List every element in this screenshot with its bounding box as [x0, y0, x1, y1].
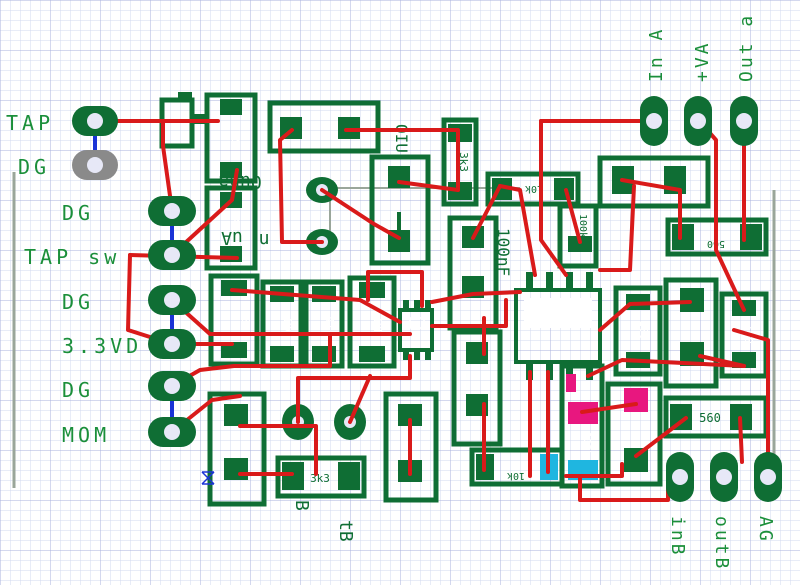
label-dg-3: DG: [62, 290, 94, 314]
silk-3k3-bottom: 3k3: [310, 472, 330, 485]
resistor-10k-bottom[interactable]: 10k: [469, 447, 565, 487]
label-tap: TAP: [6, 111, 54, 135]
silk-100-b: 100: [281, 316, 294, 336]
connector-ag[interactable]: [754, 452, 782, 502]
silk-47k-mid: 47k: [230, 218, 243, 238]
silk-100nf: 100nF: [494, 228, 513, 276]
top-right-labels: In A +VA Out a: [646, 13, 757, 82]
part-anchor-marker: [201, 471, 215, 485]
resistor-10r[interactable]: 10R: [347, 275, 397, 369]
connector-tap-sw[interactable]: [148, 240, 196, 270]
label-out-a: Out a: [736, 13, 757, 82]
silk-ua: uA: [221, 227, 243, 248]
silk-u: u: [259, 228, 270, 249]
connector-mom[interactable]: [148, 417, 196, 447]
silk-tb: tB: [335, 520, 356, 542]
label-dg-2: DG: [62, 201, 94, 225]
silk-3k3-top: 3k3: [457, 152, 470, 172]
silk-100k-bottom: 100k: [581, 432, 592, 456]
connector-in-b[interactable]: [666, 452, 694, 502]
connector-plus-va[interactable]: [684, 96, 712, 146]
capacitor-bottom-left[interactable]: [207, 391, 267, 507]
connector-out-a[interactable]: [730, 96, 758, 146]
silk-560-bottom: 560: [699, 411, 721, 425]
resistor-100k[interactable]: 100k: [557, 203, 599, 269]
label-ag: AG: [755, 516, 776, 544]
label-3v3: 3.3VD: [62, 334, 142, 358]
connector-dg-top[interactable]: [72, 150, 118, 180]
label-dg-1: DG: [18, 155, 50, 179]
label-mom: MOM: [62, 423, 110, 447]
left-labels: TAP DG DG TAP sw DG 3.3VD DG MOM: [6, 111, 142, 447]
connector-dg-1[interactable]: [148, 196, 196, 226]
label-out-b: outB: [711, 516, 732, 571]
connector-dg-2[interactable]: [148, 285, 196, 315]
bottom-right-labels: inB outB AG: [667, 516, 776, 571]
label-in-b: inB: [667, 516, 688, 558]
resistor-100-left[interactable]: 100: [208, 273, 260, 367]
silk-ouna: Ouna: [218, 171, 261, 192]
resistor-100-right[interactable]: 100: [613, 285, 663, 377]
capacitor-top-middle[interactable]: Ouna: [218, 100, 381, 192]
label-dg-4: DG: [62, 378, 94, 402]
capacitor-right[interactable]: [663, 277, 719, 389]
connector-out-b[interactable]: [710, 452, 738, 502]
silk-10k-top: 10k: [525, 183, 543, 194]
connector-in-a[interactable]: [640, 96, 668, 146]
silk-10r: 10R: [371, 316, 384, 336]
resistor-10k-top[interactable]: 10k: [485, 171, 581, 207]
connector-tap[interactable]: [72, 106, 118, 136]
silk-100-left: 100: [239, 310, 252, 330]
label-plus-va: +VA: [692, 40, 713, 82]
connector-3v3[interactable]: [148, 329, 196, 359]
ic-small-sot[interactable]: [398, 300, 434, 360]
resistor-3k3-bottom[interactable]: 3k3: [275, 455, 367, 499]
silk-100k: 100k: [577, 214, 588, 238]
silk-100-right: 100: [637, 320, 650, 340]
capacitor-bottom-pink[interactable]: [605, 381, 663, 487]
label-in-a: In A: [646, 27, 667, 82]
connector-dg-3[interactable]: [148, 371, 196, 401]
silk-10k-bottom: 10k: [507, 470, 525, 481]
silk-b: B: [291, 500, 312, 511]
label-tap-sw: TAP sw: [24, 245, 120, 269]
silk-47k-low: 47k: [323, 316, 336, 336]
silk-47k-top: 47k: [230, 130, 243, 150]
